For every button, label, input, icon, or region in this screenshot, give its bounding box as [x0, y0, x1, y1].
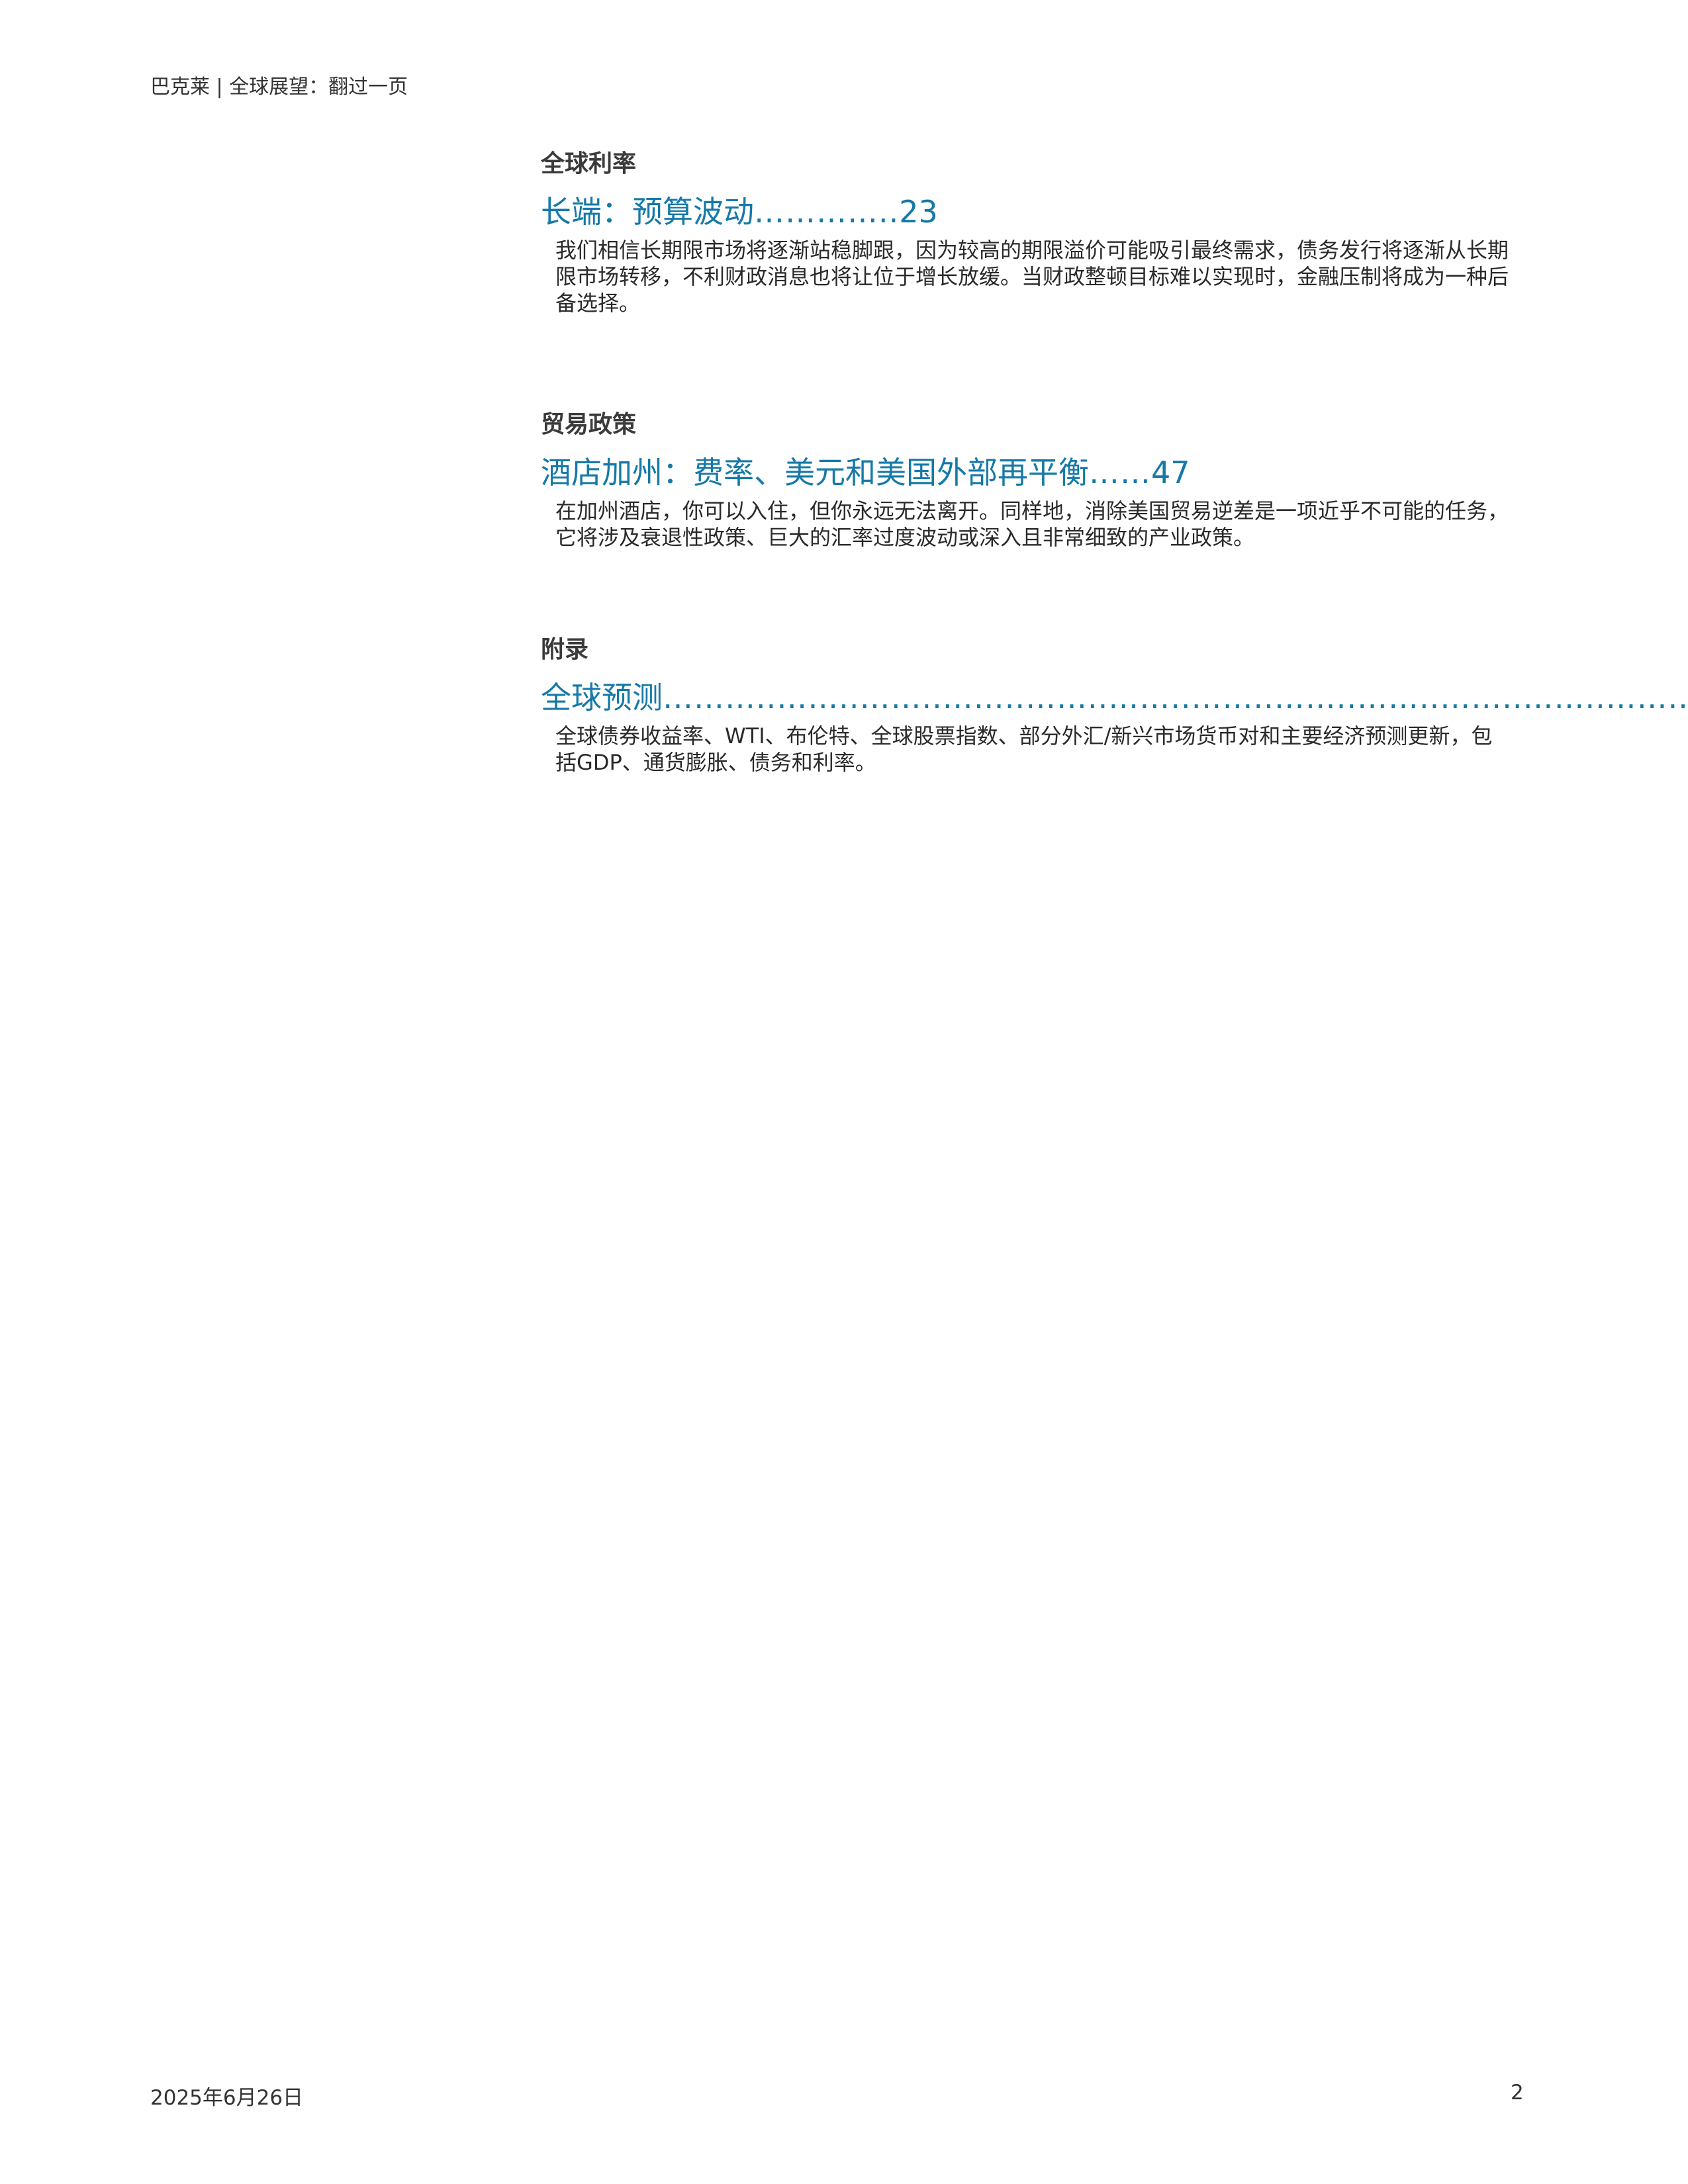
toc-link-title: 全球预测	[541, 680, 663, 715]
toc-leader-dots: …………..	[754, 194, 900, 230]
toc-leader-dots: ………..……..……..……..……..……..……..……..……..…….…	[663, 680, 1688, 715]
section-summary: 我们相信长期限市场将逐渐站稳脚跟，因为较高的期限溢价可能吸引最终需求，债务发行将…	[555, 238, 1509, 316]
toc-link-hotel-california[interactable]: 酒店加州：费率、美元和美国外部再平衡……47	[541, 454, 1514, 491]
section-summary: 在加州酒店，你可以入住，但你永远无法离开。同样地，消除美国贸易逆差是一项近乎不可…	[555, 498, 1509, 550]
section-summary: 全球债券收益率、WTI、布伦特、全球股票指数、部分外汇/新兴市场货币对和主要经济…	[555, 723, 1493, 775]
toc-section-appendix: 附录 全球预测………..……..……..……..……..……..……..……..…	[541, 635, 1688, 776]
footer-page-number: 2	[1511, 2081, 1524, 2105]
toc-section-global-rates: 全球利率 长端：预算波动…………..23 我们相信长期限市场将逐渐站稳脚跟，因为…	[541, 150, 1514, 316]
toc-link-global-forecasts[interactable]: 全球预测………..……..……..……..……..……..……..……..…….…	[541, 679, 1688, 716]
section-heading: 附录	[541, 636, 589, 663]
toc-link-title: 长端：预算波动	[541, 194, 754, 230]
toc-leader-dots: ……	[1089, 455, 1151, 490]
running-header: 巴克莱 | 全球展望：翻过一页	[150, 75, 408, 99]
section-heading: 贸易政策	[541, 411, 637, 438]
toc-page-number: 47	[1151, 455, 1190, 490]
toc-page-number: 23	[899, 194, 938, 230]
section-heading: 全球利率	[541, 150, 637, 177]
toc-link-title: 酒店加州：费率、美元和美国外部再平衡	[541, 455, 1089, 490]
toc-link-long-end[interactable]: 长端：预算波动…………..23	[541, 193, 1514, 230]
footer-date: 2025年6月26日	[150, 2086, 304, 2110]
toc-section-trade-policy: 贸易政策 酒店加州：费率、美元和美国外部再平衡……47 在加州酒店，你可以入住，…	[541, 410, 1514, 551]
